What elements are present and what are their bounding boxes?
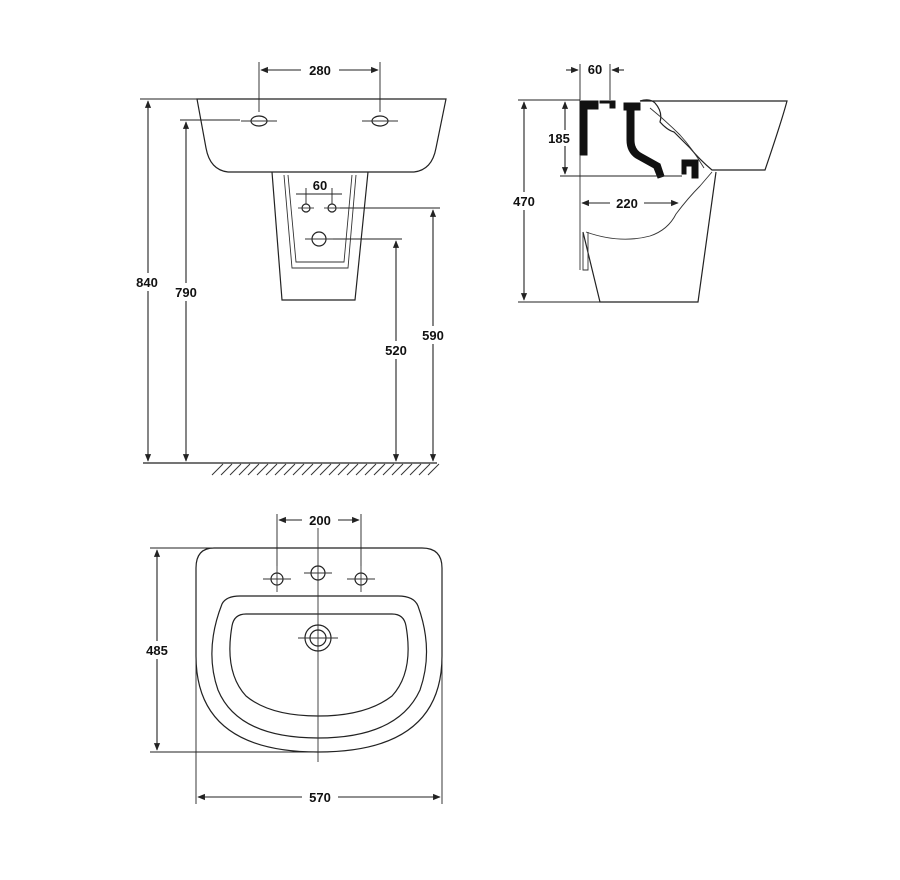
dim-front-tap-spacing-label: 280 — [309, 63, 331, 78]
front-tap-hole-left — [241, 115, 277, 127]
front-view: 280 60 840 790 520 — [131, 62, 449, 476]
floor-hatch-line — [346, 463, 359, 476]
dim-top-depth-label: 485 — [146, 643, 168, 658]
floor-hatch-line — [409, 463, 422, 476]
dim-top-width-label: 570 — [309, 790, 331, 805]
dim-side-trap-height: 185 — [543, 99, 682, 177]
front-basin-outline — [196, 98, 447, 173]
top-tap-hole-right — [347, 566, 375, 592]
dim-front-drain-height: 520 — [333, 238, 412, 462]
floor-hatch-line — [301, 463, 314, 476]
floor-hatch-line — [310, 463, 323, 476]
floor-hatch-line — [364, 463, 377, 476]
floor-hatch-line — [256, 463, 269, 476]
front-drain-hole — [305, 231, 333, 247]
dim-top-depth: 485 — [141, 547, 318, 753]
floor-hatch-line — [265, 463, 278, 476]
top-bowl-rim — [211, 595, 428, 739]
floor-hatch-line — [373, 463, 386, 476]
floor-hatch-line — [391, 463, 404, 476]
floor-hatch-line — [400, 463, 413, 476]
floor-hatch-line — [247, 463, 260, 476]
floor-hatch-line — [418, 463, 431, 476]
side-pedestal-outline — [582, 171, 717, 303]
floor-hatch-line — [319, 463, 332, 476]
dim-top-tap-spacing-label: 200 — [309, 513, 331, 528]
dim-side-wall-thickness: 60 — [566, 62, 624, 100]
dim-side-trap-projection: 220 — [581, 195, 679, 211]
top-bowl-inner — [229, 613, 409, 717]
front-pedestal-outline — [271, 171, 369, 301]
dim-front-pedestal-holes-label: 60 — [313, 178, 327, 193]
floor-hatch-line — [382, 463, 395, 476]
top-drain — [298, 624, 338, 652]
dim-side-wall-thickness-label: 60 — [588, 62, 602, 77]
dim-front-waste-height-label: 590 — [422, 328, 444, 343]
floor-hatch-line — [274, 463, 287, 476]
floor-hatch-line — [292, 463, 305, 476]
floor-hatch-line — [337, 463, 350, 476]
dim-top-width: 570 — [195, 660, 443, 805]
side-basin-outline — [639, 99, 788, 171]
dim-side-depth-height-label: 470 — [513, 194, 535, 209]
floor-hatch-line — [229, 463, 242, 476]
front-pedestal-hole-right — [324, 203, 340, 213]
dim-side-trap-height-label: 185 — [548, 131, 570, 146]
floor-hatch — [143, 462, 440, 476]
floor-hatch-line — [283, 463, 296, 476]
front-pedestal-inner — [283, 174, 357, 269]
floor-hatch-line — [220, 463, 233, 476]
side-view: 60 185 470 220 — [508, 62, 788, 303]
dim-side-depth-height: 470 — [508, 99, 600, 303]
dim-front-drain-height-label: 520 — [385, 343, 407, 358]
dim-front-tap-spacing: 280 — [258, 62, 381, 112]
top-view: 200 485 570 — [141, 512, 443, 805]
dim-side-trap-projection-label: 220 — [616, 196, 638, 211]
top-basin-outline — [195, 547, 443, 753]
top-tap-hole-left — [263, 566, 291, 592]
front-pedestal-hole-left — [298, 203, 314, 213]
dim-front-rim-height: 790 — [170, 119, 240, 462]
front-tap-hole-right — [362, 115, 398, 127]
top-tap-hole-centre — [304, 565, 332, 581]
floor-hatch-line — [427, 463, 440, 476]
floor-hatch-line — [328, 463, 341, 476]
dim-top-tap-spacing: 200 — [276, 512, 362, 566]
floor-hatch-line — [211, 463, 224, 476]
floor-hatch-line — [238, 463, 251, 476]
dim-front-total-height: 840 — [131, 98, 197, 462]
dim-front-total-height-label: 840 — [136, 275, 158, 290]
side-wall-section — [579, 100, 599, 156]
dim-front-waste-height: 590 — [340, 207, 449, 462]
floor-hatch-line — [355, 463, 368, 476]
dim-front-rim-height-label: 790 — [175, 285, 197, 300]
dim-front-pedestal-holes: 60 — [296, 178, 342, 204]
